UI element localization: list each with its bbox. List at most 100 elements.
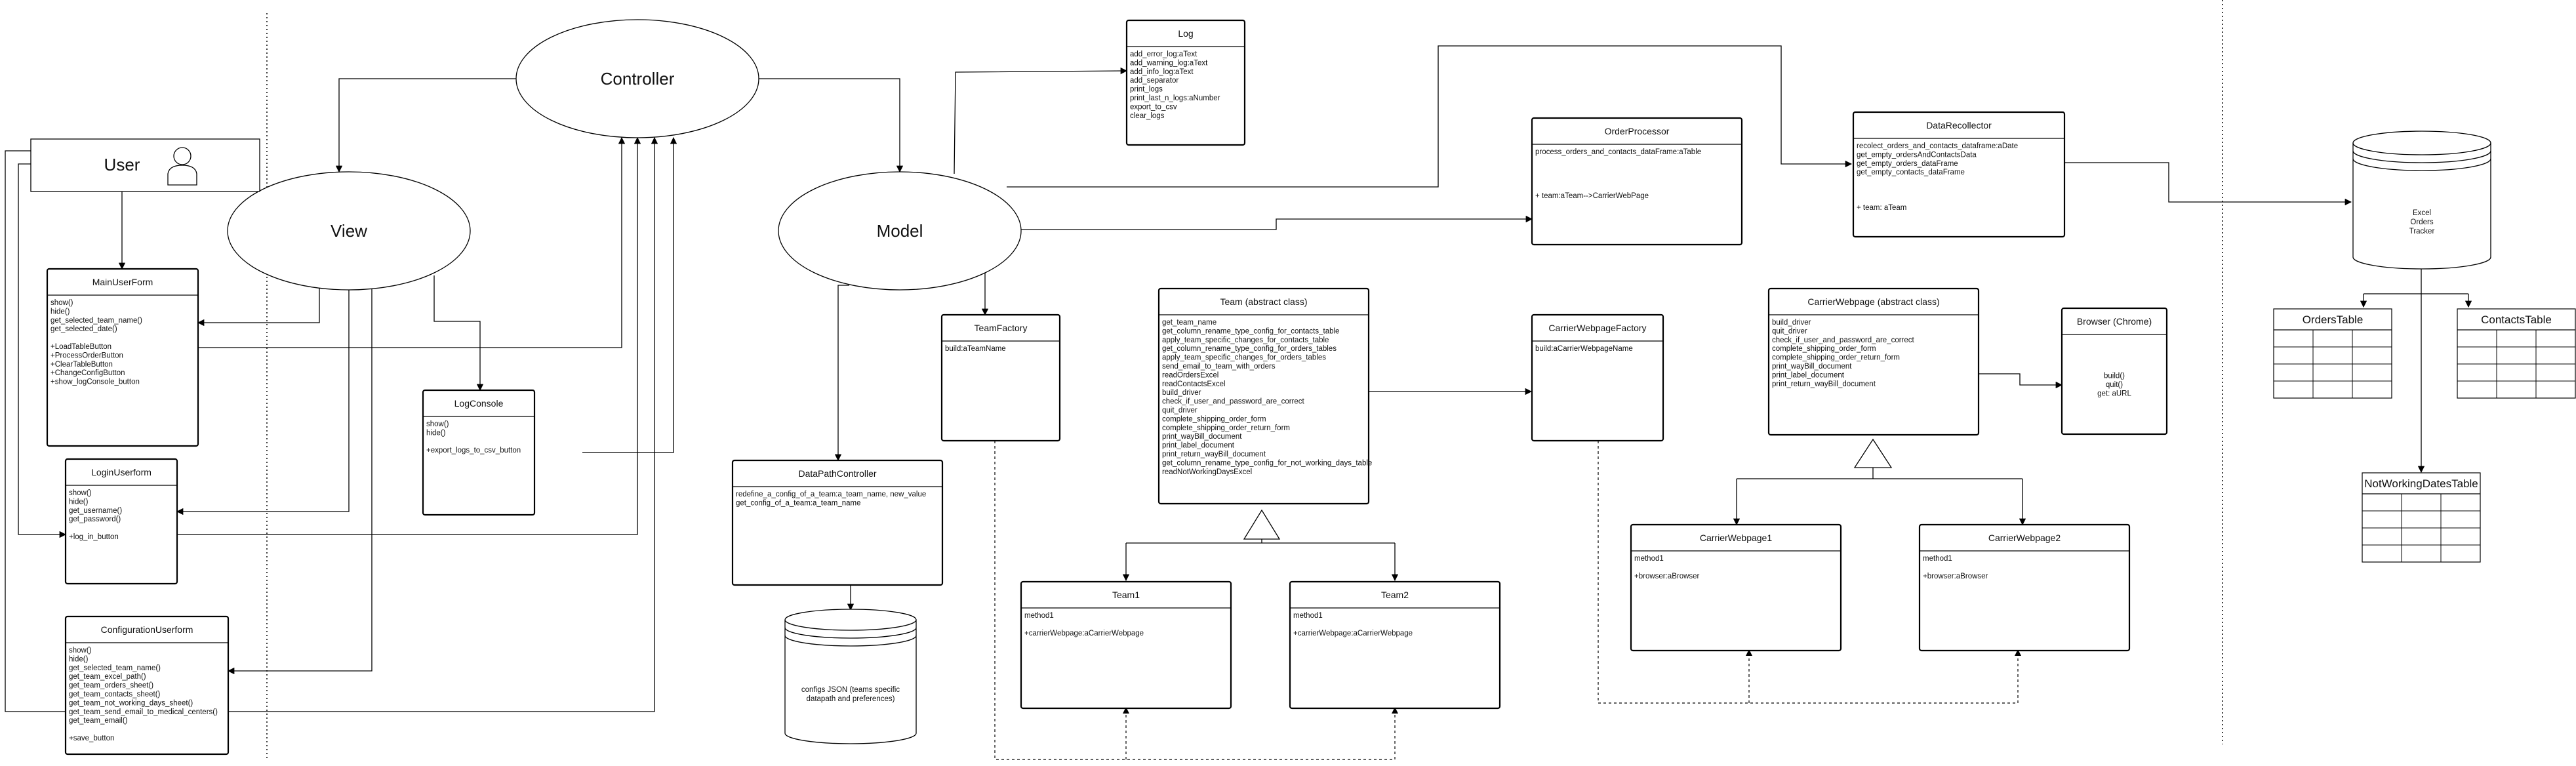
main-userform-class[interactable]: MainUserFormshow()hide()get_selected_tea… [46, 268, 199, 447]
configuration-userform-line: get_team_excel_path() [69, 673, 146, 681]
orders-table[interactable]: OrdersTable [2273, 308, 2392, 399]
log-console-class[interactable]: LogConsoleshow()hide()+export_logs_to_cs… [422, 389, 536, 516]
contacts-table[interactable]: ContactsTable [2457, 308, 2576, 399]
model-ellipse[interactable]: Model [778, 171, 1022, 291]
carrier-webpage2-line: method1 [1923, 555, 1952, 563]
dashed-arrowhead-carrier2 [2015, 649, 2021, 656]
login-userform-line: +log_in_button [69, 533, 119, 541]
team-abstract-line: complete_shipping_order_form [1162, 415, 1266, 423]
main-userform-line: +ClearTableButton [50, 361, 113, 369]
data-path-controller-class[interactable]: DataPathController redefine_a_config_of_a… [731, 459, 944, 586]
team-abstract-line: get_team_name [1162, 319, 1217, 327]
data-path-controller-line: get_config_of_a_team:a_team_name [736, 499, 861, 507]
user-actor[interactable]: User [30, 138, 260, 192]
connector-model-orderprocessor [1021, 215, 1533, 230]
team1-class[interactable]: Team1method1+carrierWebpage:aCarrierWebp… [1020, 580, 1232, 710]
browser-title: Browser (Chrome) [2077, 316, 2152, 327]
team2-title: Team2 [1381, 590, 1409, 600]
carrier-webpage2-title: CarrierWebpage2 [1988, 533, 2061, 543]
team2-line: +carrierWebpage:aCarrierWebpage [1293, 630, 1413, 637]
browser-line: quit() [2106, 381, 2123, 389]
main-userform-line: +ProcessOrderButton [50, 352, 123, 359]
carrier-webpage-abstract-line: quit_driver [1772, 327, 1807, 335]
carrier-webpage-abstract-line: check_if_user_and_password_are_correct [1772, 336, 1915, 344]
login-userform-class[interactable]: LoginUserformshow()hide()get_username()g… [64, 458, 178, 585]
carrier-webpage-abstract-line: complete_shipping_order_return_form [1772, 354, 1900, 362]
log-console-title: LogConsole [454, 398, 504, 409]
order-processor-title: OrderProcessor [1605, 126, 1670, 136]
configuration-userform-line: hide() [69, 655, 89, 663]
team-abstract-line: complete_shipping_order_return_form [1162, 424, 1290, 432]
team-abstract-line: readContactsExcel [1162, 380, 1226, 388]
view-label: View [331, 221, 367, 241]
login-userform-title: LoginUserform [91, 467, 151, 477]
team-abstract-line: print_wayBill_document [1162, 433, 1242, 441]
not-working-dates-table-title: NotWorkingDatesTable [2364, 477, 2478, 490]
connector-excel-tables [2364, 266, 2468, 294]
configuration-userform-line: get_selected_team_name() [69, 664, 161, 672]
carrier-webpage1-line: method1 [1634, 555, 1664, 563]
browser-line: get: aURL [2097, 390, 2131, 397]
dashed-connectors [994, 441, 2019, 760]
order-processor-class[interactable]: OrderProcessorprocess_orders_and_contact… [1531, 117, 1743, 246]
main-userform-line: hide() [50, 308, 70, 315]
carrier-webpage-factory-class[interactable]: CarrierWebpageFactorybuild:aCarrierWebpa… [1531, 313, 1664, 442]
data-path-controller-title: DataPathController [798, 468, 876, 479]
team-factory-title: TeamFactory [975, 323, 1028, 333]
main-userform-line: +LoadTableButton [50, 343, 111, 351]
carrier-webpage-factory-title: CarrierWebpageFactory [1548, 323, 1646, 333]
carrier-webpage-abstract-line: complete_shipping_order_form [1772, 345, 1876, 353]
browser-class[interactable]: Browser (Chrome)build()quit()get: aURL [2061, 307, 2168, 435]
team-factory-line: build:aTeamName [945, 345, 1006, 353]
data-path-controller-line: redefine_a_config_of_a_team:a_team_name,… [736, 491, 926, 498]
log-line: add_info_log:aText [1130, 68, 1194, 76]
configs-line-2: datapath and preferences) [807, 695, 895, 703]
orders-table-title: OrdersTable [2303, 313, 2364, 326]
connector-carrier-inherit [1737, 468, 2023, 479]
dashed-arrowhead-team1 [1123, 707, 1129, 714]
excel-line-2: Orders [2410, 218, 2433, 226]
team-abstract-line: build_driver [1162, 389, 1201, 397]
team-abstract-class[interactable]: Team (abstract class)get_team_nameget_co… [1157, 287, 1372, 505]
configs-database[interactable]: configs JSON (teams specific datapath an… [784, 609, 917, 744]
log-class[interactable]: Logadd_error_log:aTextadd_warning_log:aT… [1125, 19, 1246, 146]
connector-team-inherit [1125, 539, 1396, 580]
dashed-carrierfactory-carriers [1598, 441, 2019, 704]
team-abstract-line: get_column_rename_type_config_for_contac… [1162, 327, 1339, 335]
log-console-line: hide() [426, 429, 446, 437]
connector-user-configform [5, 150, 66, 712]
carrier-webpage-abstract-class[interactable]: CarrierWebpage (abstract class)build_dri… [1767, 287, 1980, 436]
main-userform-line: +ChangeConfigButton [50, 369, 125, 377]
controller-ellipse[interactable]: Controller [515, 19, 759, 138]
model-label: Model [877, 221, 923, 241]
configuration-userform-class[interactable]: ConfigurationUserformshow()hide()get_sel… [64, 615, 230, 756]
team-abstract-line: apply_team_specific_changes_for_contacts… [1162, 336, 1329, 344]
not-working-dates-table[interactable]: NotWorkingDatesTable [2362, 472, 2481, 563]
connector-logconsole-controller [582, 136, 677, 453]
data-recollector-line: + team: aTeam [1857, 204, 1906, 212]
team-abstract-line: quit_driver [1162, 407, 1197, 414]
team-abstract-line: send_email_to_team_with_orders [1162, 363, 1276, 371]
carrier-webpage-abstract-line: print_wayBill_document [1772, 363, 1852, 371]
login-userform-line: show() [69, 489, 92, 497]
team-factory-class[interactable]: TeamFactory build:aTeamName [940, 313, 1061, 442]
data-recollector-class[interactable]: DataRecollectorrecolect_orders_and_conta… [1852, 111, 2066, 238]
configuration-userform-line: +save_button [69, 735, 114, 742]
data-recollector-line: get_empty_contacts_dataFrame [1857, 169, 1965, 176]
login-userform-line: get_username() [69, 507, 122, 515]
connector-view-logconsole [433, 275, 484, 392]
team2-class[interactable]: Team2method1+carrierWebpage:aCarrierWebp… [1289, 580, 1501, 710]
excel-database[interactable]: Excel Orders Tracker [2352, 131, 2491, 270]
view-ellipse[interactable]: View [227, 171, 471, 291]
connector-view-loginform [176, 289, 350, 515]
team-abstract-line: print_label_document [1162, 442, 1235, 450]
user-label: User [104, 155, 140, 174]
main-userform-line: +show_logConsole_button [50, 378, 140, 386]
log-line: print_logs [1130, 86, 1163, 94]
team1-line: +carrierWebpage:aCarrierWebpage [1024, 630, 1144, 637]
log-title: Log [1178, 28, 1193, 39]
excel-line-1: Excel [2413, 209, 2431, 217]
log-line: export_to_csv [1130, 103, 1177, 111]
